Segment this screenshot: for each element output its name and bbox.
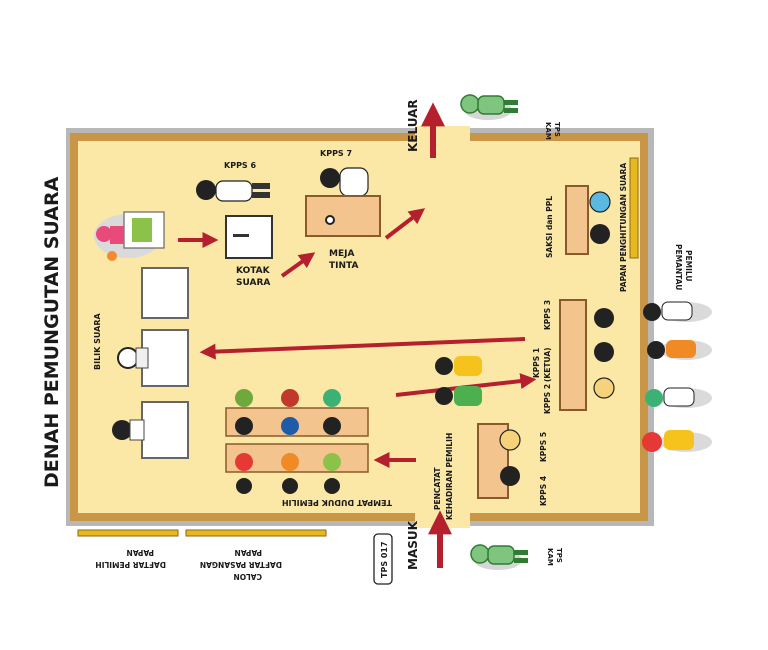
wheelchair-voter — [94, 211, 165, 261]
ink-table-label-2: TINTA — [329, 261, 358, 271]
observer-label-2: PEMILU — [684, 250, 693, 281]
bottom-boards: PAPAN DAFTAR PEMILIH PAPAN DAFTAR PASANG… — [77, 529, 327, 581]
guard-top-label-2: TPS — [553, 122, 561, 137]
kpps4-label: KPPS 4 — [539, 476, 548, 506]
ballot-box-label-2: SUARA — [236, 278, 270, 288]
kpps3-label: KPPS 3 — [543, 300, 552, 330]
kpps1-label-2: (KETUA) — [543, 347, 552, 382]
arrow-to-exit — [384, 208, 426, 240]
kpps-main-table: KPPS 3 KPPS 1 (KETUA) KPPS 2 — [532, 299, 615, 414]
observer-label-1: PEMANTAU — [674, 244, 683, 290]
kpps7-label: KPPS 7 — [320, 149, 352, 158]
guard-bottom-label-2: TPS — [555, 548, 563, 563]
attendance-label-2: KEHADIRAN PEMILIH — [445, 433, 454, 520]
counting-board: PAPAN PENGHITUNGAN SUARA — [619, 157, 639, 292]
tps-number-badge — [373, 533, 393, 585]
exit: KELUAR — [406, 99, 445, 158]
seating-label: TEMPAT DUDUK PEMILIH — [282, 498, 392, 507]
kpps6-label: KPPS 6 — [224, 161, 256, 170]
booth-1 — [141, 267, 189, 319]
exit-label: KELUAR — [406, 99, 420, 152]
candidate-list-label-1: PAPAN — [234, 548, 262, 557]
booth-2 — [141, 329, 189, 387]
voter-list-label-2: DAFTAR PEMILIH — [95, 560, 166, 569]
counting-board-label: PAPAN PENGHITUNGAN SUARA — [619, 163, 628, 292]
guard-bottom: KAM TPS — [470, 544, 563, 570]
voter-list-label-1: PAPAN — [126, 548, 154, 557]
guard-top-label-1: KAM — [544, 122, 552, 140]
ink-table: MEJA TINTA — [305, 195, 381, 271]
ballot-box: KOTAK SUARA — [225, 215, 273, 288]
entry: MASUK TPS 017 — [373, 510, 452, 585]
entry-label: MASUK — [406, 520, 420, 570]
kpps2-label: KPPS 2 — [543, 384, 552, 414]
kpps7-officer: KPPS 7 — [320, 149, 369, 197]
attendance-desk: PENCATAT KEHADIRAN PEMILIH KPPS 5 KPPS 4 — [433, 423, 548, 520]
kpps5-label: KPPS 5 — [539, 432, 548, 462]
witness-label: SAKSI dan PPL — [545, 196, 554, 258]
kpps6-officer: KPPS 6 — [196, 161, 270, 202]
kpps1-label-1: KPPS 1 — [532, 348, 541, 378]
candidate-list-label-3: CALON — [234, 572, 262, 581]
queue-voters — [435, 356, 482, 406]
exit-door — [415, 126, 470, 146]
page-title: DENAH PEMUNGUTAN SUARA — [41, 176, 63, 488]
ink-table-label-1: MEJA — [329, 249, 354, 259]
candidate-list-board — [185, 529, 327, 537]
voting-booths: BILIK SUARA — [93, 267, 189, 459]
observers: PEMANTAU PEMILU — [642, 244, 712, 452]
guard-bottom-label-1: KAM — [546, 548, 554, 566]
guard-top: KAM TPS — [460, 94, 561, 140]
booth-label: BILIK SUARA — [93, 313, 102, 370]
arrow-to-ink-table — [280, 252, 316, 278]
voter-list-board — [77, 529, 179, 537]
ballot-box-label-1: KOTAK — [236, 266, 271, 276]
arrow-to-booths — [199, 337, 526, 360]
witness-table: SAKSI dan PPL — [545, 185, 611, 258]
tps-number: TPS 017 — [380, 541, 389, 578]
voter-seating: TEMPAT DUDUK PEMILIH — [225, 389, 392, 507]
candidate-list-label-2: DAFTAR PASANGAN — [200, 560, 282, 569]
booth-3 — [141, 401, 189, 459]
attendance-label-1: PENCATAT — [433, 467, 442, 510]
